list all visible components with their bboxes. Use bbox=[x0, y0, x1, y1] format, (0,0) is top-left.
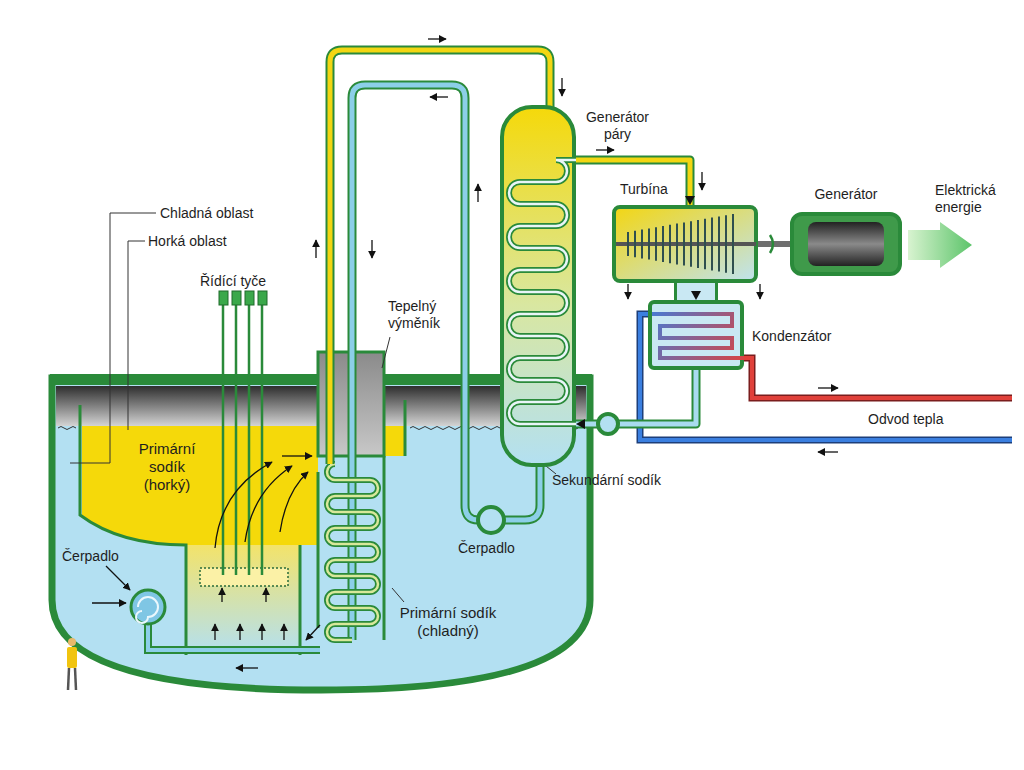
flow-arrows bbox=[92, 39, 838, 668]
arrow-head bbox=[691, 291, 701, 300]
component-label: Turbína bbox=[620, 181, 668, 198]
part-label: Čerpadlo bbox=[458, 540, 515, 557]
condenser-shape bbox=[648, 300, 744, 370]
part-label: Sekundární sodík bbox=[552, 472, 661, 489]
steam-generator-shape bbox=[500, 105, 576, 467]
shaft-line bbox=[758, 235, 790, 253]
part-label: Čerpadlo bbox=[62, 548, 119, 565]
condensate-pipe bbox=[576, 370, 696, 434]
control-rods bbox=[219, 291, 267, 575]
generator-box: Generátor bbox=[790, 212, 902, 276]
turbine-shape bbox=[612, 205, 758, 283]
condenser-box: Kondenzátor bbox=[648, 300, 744, 370]
power-arrow bbox=[908, 222, 972, 268]
part-label: Tepelný výměník bbox=[388, 298, 463, 332]
plenum-pipe bbox=[148, 622, 320, 650]
part-label: Primární sodík (chladný) bbox=[392, 604, 504, 640]
leader-lines bbox=[70, 213, 556, 602]
component-label: Kondenzátor bbox=[752, 328, 831, 345]
turbine-box: Turbína bbox=[612, 205, 758, 283]
pump-symbol bbox=[598, 414, 618, 434]
arrow-head bbox=[685, 196, 695, 205]
arrow-head bbox=[576, 419, 585, 429]
person-figure bbox=[67, 638, 77, 690]
part-label: Odvod tepla bbox=[868, 411, 944, 428]
hot-pool bbox=[82, 426, 405, 655]
part-label: Elektrická energie bbox=[935, 182, 1015, 216]
part-label: Horká oblast bbox=[148, 233, 227, 250]
part-label: Primární sodík (horký) bbox=[128, 440, 206, 494]
part-label: Řídící tyče bbox=[200, 273, 266, 290]
component-label: Generátor páry bbox=[580, 109, 655, 143]
part-label: Chladná oblast bbox=[160, 205, 253, 222]
steam-pipe bbox=[576, 160, 695, 205]
steam-generator: Generátor páry bbox=[500, 105, 576, 467]
exhaust-duct bbox=[691, 283, 701, 300]
generator-shape bbox=[790, 212, 902, 276]
component-label: Generátor bbox=[790, 186, 902, 203]
